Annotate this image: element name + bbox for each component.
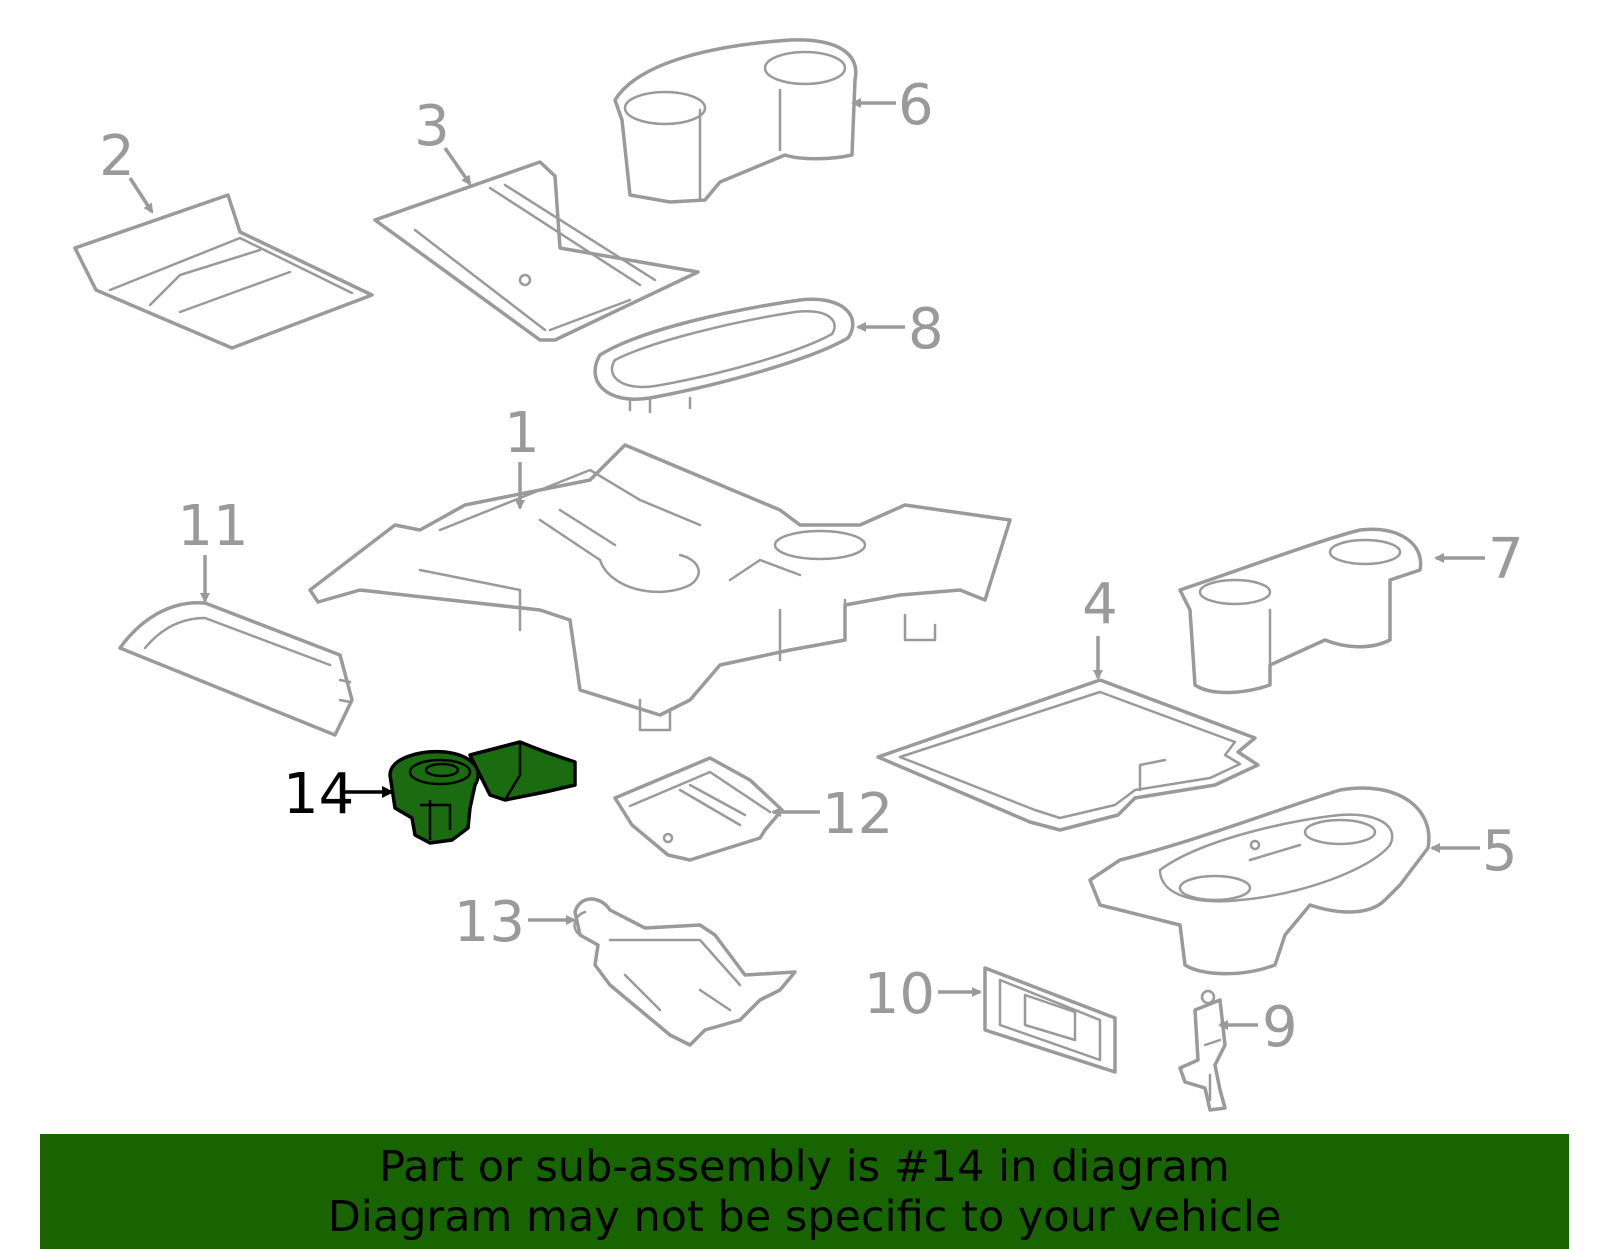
part-2-tray <box>73 193 374 350</box>
callout-2: 2 <box>99 124 135 189</box>
part-3-panel <box>373 160 700 342</box>
callout-9: 9 <box>1262 995 1298 1060</box>
part-14-highlighted <box>388 740 577 845</box>
banner-line-2: Diagram may not be specific to your vehi… <box>327 1191 1282 1242</box>
part-9-connector <box>1178 989 1227 1112</box>
part-6-cupholder <box>613 38 858 204</box>
part-8-trim-ring <box>593 297 855 414</box>
callout-12: 12 <box>822 782 893 847</box>
callout-13: 13 <box>454 890 525 955</box>
info-banner: Part or sub-assembly is #14 in diagram D… <box>40 1134 1569 1249</box>
part-4-floor-mat <box>876 678 1260 832</box>
callout-10: 10 <box>864 962 935 1027</box>
part-5-cupholder-tray <box>1088 786 1431 976</box>
part-10-bracket <box>983 966 1117 1074</box>
part-1-console-base <box>308 443 1012 732</box>
banner-line-1: Part or sub-assembly is #14 in diagram <box>379 1141 1230 1192</box>
part-11-side-trim <box>118 600 354 737</box>
part-7-cupholder <box>1178 527 1423 695</box>
callout-8: 8 <box>908 297 944 362</box>
callout-11: 11 <box>177 494 248 559</box>
callout-3: 3 <box>414 94 450 159</box>
callout-1: 1 <box>504 401 540 466</box>
part-12-module <box>613 756 784 862</box>
leader-3 <box>443 147 472 186</box>
callout-5: 5 <box>1482 819 1518 884</box>
callout-4: 4 <box>1082 572 1118 637</box>
callout-7: 7 <box>1488 527 1524 592</box>
leader-2 <box>128 177 154 214</box>
leader-lines <box>128 98 1485 1030</box>
callout-6: 6 <box>898 73 934 138</box>
callout-14: 14 <box>283 762 354 827</box>
callouts: 1 2 3 4 5 6 7 8 9 10 11 12 13 14 <box>99 73 1523 1060</box>
part-13-housing <box>573 897 797 1047</box>
